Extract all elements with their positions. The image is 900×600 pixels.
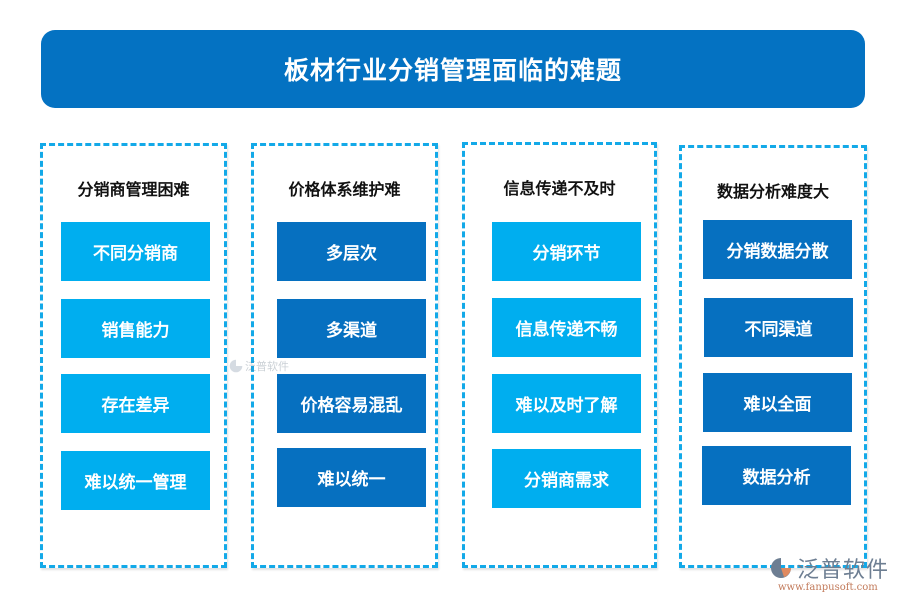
problem-box: 销售能力 (61, 299, 210, 358)
problem-box: 分销商需求 (492, 449, 641, 508)
panel-data-analysis: 数据分析难度大 分销数据分散 不同渠道 难以全面 数据分析 (679, 145, 867, 568)
panel-title: 信息传递不及时 (503, 179, 616, 198)
problem-box: 存在差异 (61, 374, 210, 433)
panel-title: 价格体系维护难 (288, 180, 401, 199)
problem-box: 多层次 (277, 222, 426, 281)
watermark-brand: 泛普软件 (797, 558, 890, 583)
problem-box: 分销数据分散 (703, 220, 852, 279)
watermark-text: 泛普软件 (245, 360, 289, 373)
problem-box: 不同分销商 (61, 222, 210, 281)
fanpu-logo-icon (771, 558, 791, 578)
watermark-small: 泛普软件 (229, 358, 289, 374)
title-banner: 板材行业分销管理面临的难题 (41, 30, 865, 108)
problem-box: 难以统一 (277, 448, 426, 507)
panel-title: 分销商管理困难 (77, 180, 190, 199)
panel-title: 数据分析难度大 (716, 182, 829, 201)
problem-box: 难以统一管理 (61, 451, 210, 510)
watermark-url: www.fanpusoft.com (778, 582, 878, 593)
problem-box: 难以全面 (703, 373, 852, 432)
problem-box: 数据分析 (702, 446, 851, 505)
watermark-logo: 泛普软件 www.fanpusoft.com (768, 552, 898, 593)
problem-box: 不同渠道 (704, 298, 853, 357)
problem-box: 信息传递不畅 (492, 298, 641, 357)
panel-information-delay: 信息传递不及时 分销环节 信息传递不畅 难以及时了解 分销商需求 (462, 142, 657, 568)
problem-box: 多渠道 (277, 299, 426, 358)
problem-box: 分销环节 (492, 222, 641, 281)
problem-box: 难以及时了解 (492, 374, 641, 433)
fanpu-logo-icon (229, 359, 243, 373)
panel-distributor-management: 分销商管理困难 不同分销商 销售能力 存在差异 难以统一管理 (40, 143, 227, 568)
panel-price-system: 价格体系维护难 多层次 多渠道 价格容易混乱 难以统一 (251, 143, 438, 568)
page-title: 板材行业分销管理面临的难题 (283, 56, 622, 85)
problem-box: 价格容易混乱 (277, 374, 426, 433)
